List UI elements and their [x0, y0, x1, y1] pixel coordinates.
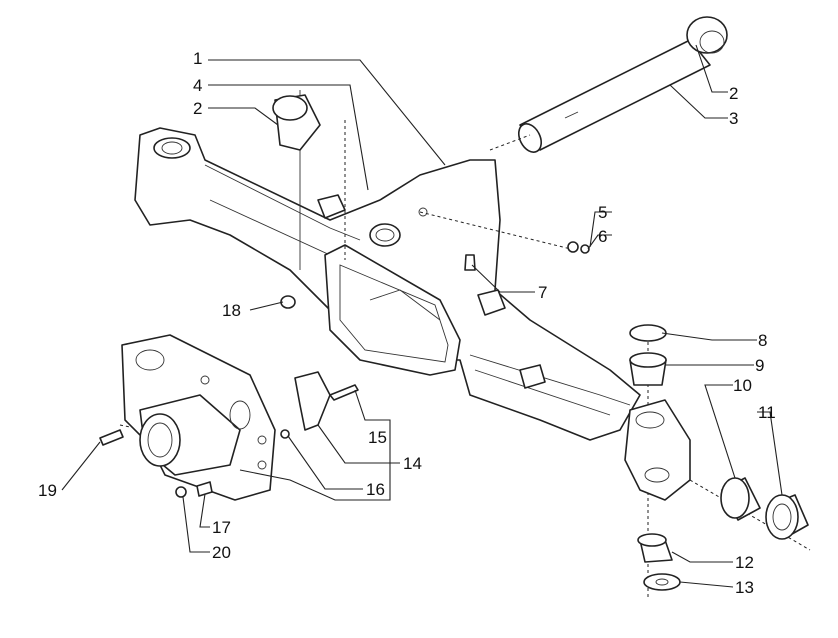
callout-18: 18	[222, 301, 241, 320]
nut-18	[280, 295, 296, 309]
bolt-15	[329, 384, 359, 401]
callout-2-right: 2	[729, 84, 738, 103]
callout-11: 11	[758, 403, 776, 422]
leader-lines	[61, 44, 783, 588]
bracket-14	[294, 371, 331, 431]
pivot-pin	[517, 39, 711, 153]
bolt-19	[99, 429, 124, 446]
callout-10: 10	[733, 376, 752, 395]
callout-14: 14	[403, 454, 422, 473]
diff-housing	[121, 334, 276, 501]
callout-8: 8	[758, 331, 767, 350]
callout-9: 9	[755, 356, 764, 375]
callout-17: 17	[212, 518, 231, 537]
callout-1: 1	[193, 49, 202, 68]
washer-5-6	[567, 241, 590, 254]
callout-20: 20	[212, 543, 231, 562]
nut-20	[175, 486, 187, 498]
callout-4: 4	[193, 76, 202, 95]
callout-12: 12	[735, 553, 754, 572]
callout-6: 6	[598, 227, 607, 246]
callout-19: 19	[38, 481, 57, 500]
bushing-right	[686, 16, 728, 54]
grease-nipple	[464, 254, 476, 271]
callout-2-left: 2	[193, 99, 202, 118]
bushing-left	[272, 94, 321, 151]
washer-16	[280, 429, 290, 439]
callout-5: 5	[598, 203, 607, 222]
callout-3: 3	[729, 109, 738, 128]
axle-beam	[134, 90, 641, 441]
knuckle	[624, 324, 809, 591]
callout-13: 13	[735, 578, 754, 597]
pin-17	[196, 481, 213, 497]
callout-15: 15	[368, 428, 387, 447]
callout-16: 16	[366, 480, 385, 499]
callout-7: 7	[538, 283, 547, 302]
